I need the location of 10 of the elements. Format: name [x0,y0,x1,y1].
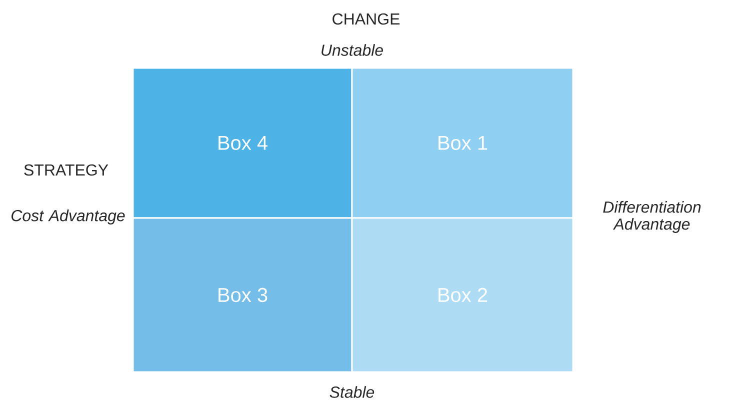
axis-label: Stable [330,386,374,398]
axis-label: STRATEGY [24,164,108,176]
quadrant-box: Box 3 [132,217,353,373]
quadrant-box: Box 4 [132,67,353,219]
axis-label: Cost Advantage [12,210,125,224]
quadrant-box: Box 2 [351,217,574,373]
axis-label: Unstable [322,44,383,56]
quadrant-box: Box 1 [351,67,574,219]
axis-label: Differentiation Advantage [603,201,701,233]
axis-label: CHANGE [332,13,400,25]
